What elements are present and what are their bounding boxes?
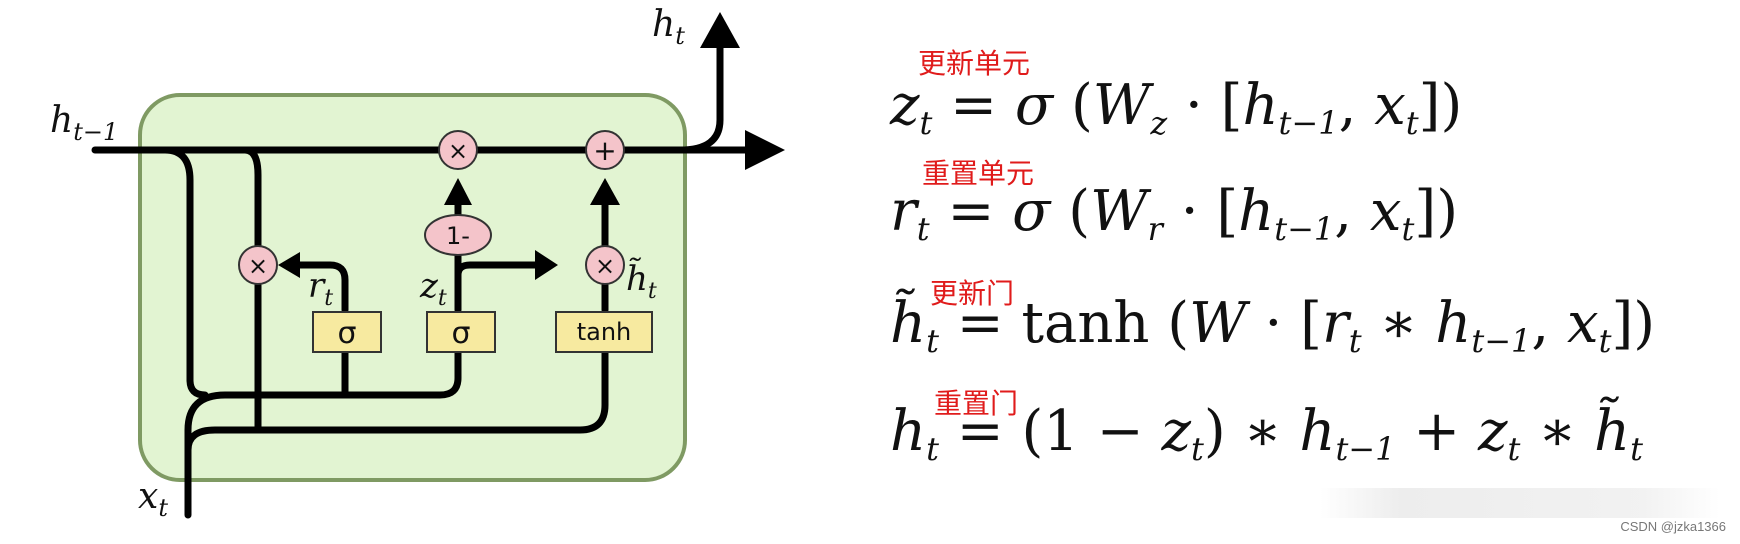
sigma-update-label: σ: [451, 316, 470, 351]
gru-cell-box: [138, 93, 687, 482]
tanh-gate: tanh: [555, 311, 653, 353]
equation-candidate: h̃t = tanh (W · [rt ∗ ht−1, xt]): [890, 291, 1656, 360]
top-add-symbol: +: [593, 134, 616, 167]
h-tilde-label: h̃t: [626, 258, 657, 304]
connection-lines: [91, 12, 785, 519]
equation-output: ht = (1 − zt) ∗ ht−1 + zt ∗ h̃t: [890, 399, 1643, 468]
h-prev-label: ht−1: [50, 100, 118, 146]
top-multiply-op: ×: [438, 130, 478, 170]
sigma-update-gate: σ: [426, 311, 496, 353]
one-minus-op: 1-: [424, 214, 492, 256]
top-multiply-symbol: ×: [448, 137, 468, 165]
reset-multiply-op: ×: [238, 245, 278, 285]
candidate-multiply-op: ×: [585, 245, 625, 285]
sigma-reset-label: σ: [337, 316, 356, 351]
r-label: rt: [308, 266, 333, 311]
h-out-label: ht: [652, 4, 685, 50]
tag-update-unit: 更新单元: [918, 47, 1031, 80]
z-label: zt: [419, 266, 447, 311]
tanh-label: tanh: [577, 318, 632, 346]
tag-update-gate: 更新门: [930, 277, 1015, 310]
candidate-multiply-symbol: ×: [595, 252, 615, 280]
tag-reset-unit: 重置单元: [922, 157, 1035, 190]
x-in-label: xt: [138, 476, 168, 522]
watermark: CSDN @jzka1366: [1620, 519, 1726, 534]
one-minus-label: 1-: [446, 222, 470, 250]
reset-multiply-symbol: ×: [248, 252, 268, 280]
tag-reset-gate: 重置门: [934, 387, 1019, 420]
equation-reset: rt = σ (Wr · [ht−1, xt]): [890, 179, 1459, 248]
top-add-op: +: [585, 130, 625, 170]
equation-update: zt = σ (Wz · [ht−1, xt]): [890, 73, 1463, 142]
faint-band: [1320, 488, 1720, 518]
sigma-reset-gate: σ: [312, 311, 382, 353]
